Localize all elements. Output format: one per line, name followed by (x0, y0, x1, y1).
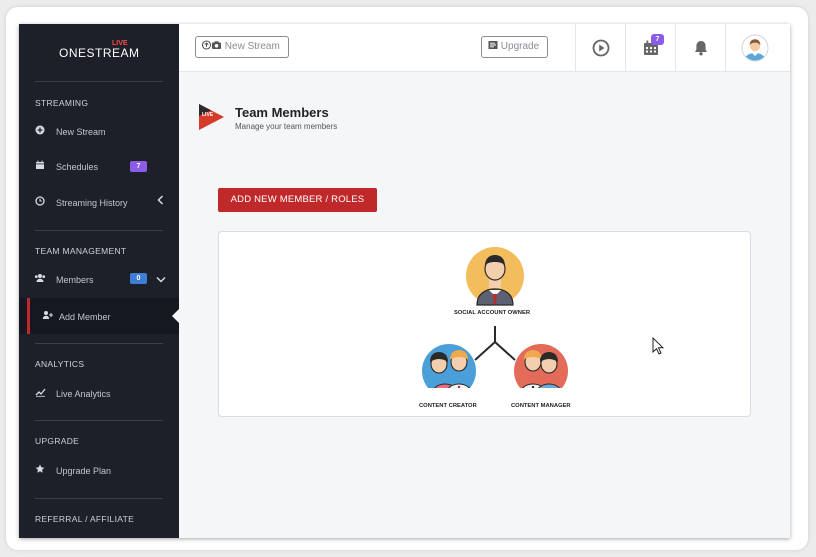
sidebar-item-schedules[interactable]: Schedules 7 (19, 155, 179, 179)
divider (35, 343, 163, 344)
logo-live-badge: LIVE (112, 40, 128, 47)
active-indicator (27, 298, 30, 334)
sidebar: ONESTREAM LIVE STREAMING New Stream Sche… (19, 24, 180, 538)
user-avatar-button[interactable] (725, 24, 790, 72)
section-streaming: STREAMING (35, 98, 89, 108)
calendar-button[interactable]: 7 (625, 24, 675, 72)
section-team-management: TEAM MANAGEMENT (35, 246, 127, 256)
divider (35, 420, 163, 421)
calendar-icon (34, 160, 46, 172)
page-subtitle: Manage your team members (235, 122, 338, 131)
manager-label: CONTENT MANAGER (511, 403, 571, 409)
play-circle-icon (592, 39, 610, 57)
clock-icon (34, 196, 46, 208)
active-notch (172, 308, 180, 324)
team-roles-card: SOCIAL ACCOUNT OWNER CONTENT CREATOR CON… (218, 231, 751, 417)
divider (35, 498, 163, 499)
chart-line-icon (34, 387, 46, 399)
members-count-badge: 0 (130, 273, 147, 284)
sidebar-item-new-stream[interactable]: New Stream (19, 120, 179, 144)
mouse-cursor-icon (652, 337, 664, 355)
chevron-left-icon[interactable] (157, 195, 164, 208)
sidebar-item-label: Live Analytics (56, 389, 111, 399)
stream-camera-icon (201, 40, 221, 50)
top-bar: New Stream Upgrade 7 (179, 24, 790, 72)
sidebar-item-label: Upgrade Plan (56, 466, 112, 476)
svg-text:LIVE: LIVE (202, 112, 214, 118)
onestream-logo-icon: LIVE (199, 104, 224, 130)
app-window: ONESTREAM LIVE STREAMING New Stream Sche… (19, 24, 790, 538)
app-logo[interactable]: ONESTREAM LIVE (59, 40, 139, 60)
plus-circle-icon (34, 125, 46, 137)
sidebar-item-members[interactable]: Members 0 (19, 268, 179, 292)
users-icon (34, 273, 46, 285)
logo-text: ONESTREAM (59, 46, 140, 60)
page-title: Team Members (235, 105, 329, 120)
add-new-member-button[interactable]: ADD NEW MEMBER / ROLES (218, 188, 377, 212)
divider (35, 230, 163, 231)
creator-label: CONTENT CREATOR (419, 403, 477, 409)
new-stream-label: New Stream (224, 41, 280, 52)
avatar (741, 34, 769, 62)
star-icon (34, 464, 46, 476)
owner-label: SOCIAL ACCOUNT OWNER (454, 310, 531, 316)
play-button[interactable] (575, 24, 625, 72)
sidebar-item-upgrade-plan[interactable]: Upgrade Plan (19, 459, 179, 483)
chevron-down-icon[interactable] (156, 274, 166, 286)
new-stream-button[interactable]: New Stream (195, 36, 289, 58)
section-referral-affiliate: REFERRAL / AFFILIATE (35, 514, 135, 524)
section-upgrade: UPGRADE (35, 436, 80, 446)
user-plus-icon (41, 310, 53, 322)
bell-icon (695, 41, 707, 56)
upgrade-button[interactable]: Upgrade (481, 36, 549, 58)
sidebar-item-label: New Stream (56, 127, 106, 137)
section-analytics: ANALYTICS (35, 359, 85, 369)
notifications-button[interactable] (675, 24, 725, 72)
sidebar-item-streaming-history[interactable]: Streaming History (19, 191, 179, 215)
sidebar-item-live-analytics[interactable]: Live Analytics (19, 382, 179, 406)
schedules-count-badge: 7 (130, 161, 147, 172)
upgrade-label: Upgrade (500, 41, 540, 52)
sidebar-item-label: Add Member (59, 312, 111, 322)
main-content: LIVE Team Members Manage your team membe… (179, 72, 790, 538)
upgrade-icon (488, 41, 498, 49)
sidebar-item-label: Members (56, 275, 94, 285)
sidebar-item-add-member[interactable]: Add Member (19, 298, 180, 334)
team-hierarchy-illustration (422, 247, 568, 388)
sidebar-item-label: Streaming History (56, 198, 128, 208)
calendar-count-badge: 7 (651, 34, 664, 45)
divider (35, 81, 163, 82)
sidebar-item-label: Schedules (56, 162, 99, 172)
